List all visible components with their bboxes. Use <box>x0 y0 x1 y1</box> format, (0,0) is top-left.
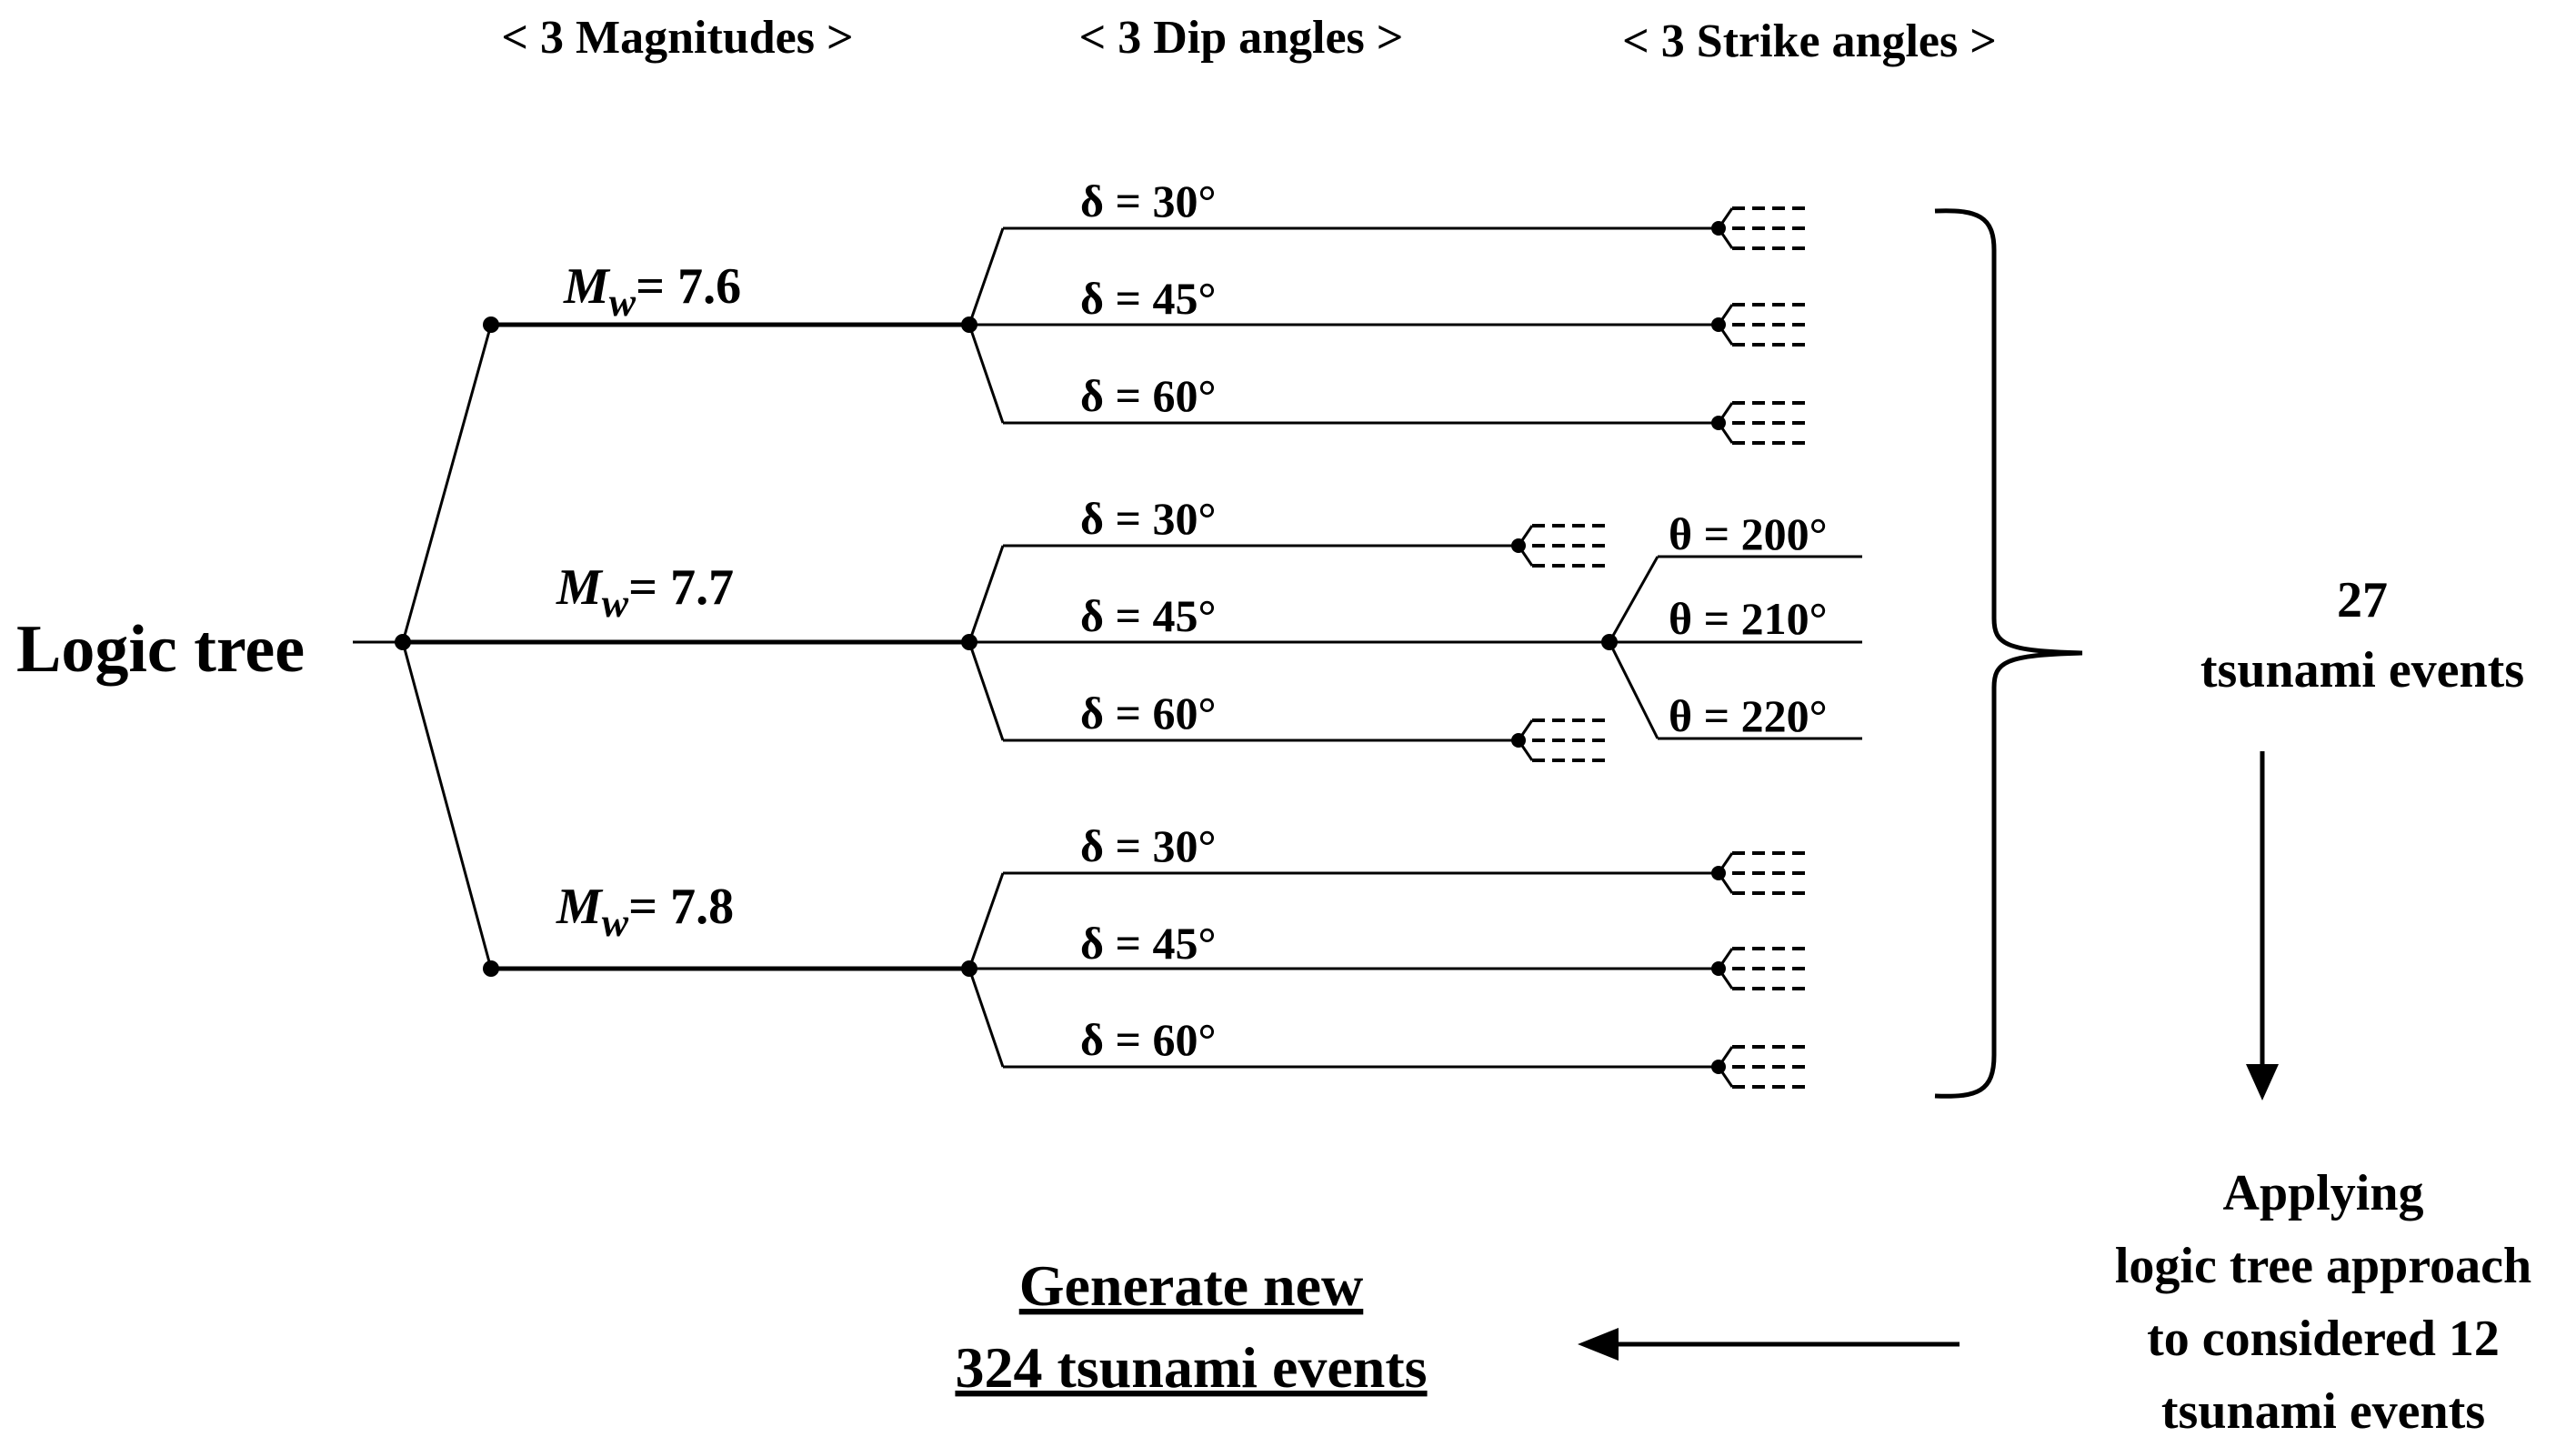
root-label: Logic tree <box>16 612 305 687</box>
dip-branches-7-7 <box>961 544 1862 742</box>
header-magnitudes: < 3 Magnitudes > <box>501 12 853 64</box>
event-count-label: tsunami events <box>2200 642 2524 698</box>
magnitude-branches <box>353 317 969 977</box>
strike-branches <box>1601 555 1862 740</box>
event-count: 27 <box>2337 572 2388 628</box>
strike-stub <box>1711 401 1805 445</box>
strike-stub <box>1511 718 1605 762</box>
dip-branches-7-6 <box>961 226 1719 425</box>
strike-stub <box>1711 851 1805 895</box>
right-brace <box>1934 208 2083 1099</box>
magnitude-label: Mw= 7.8 <box>556 879 734 945</box>
dip-label: δ = 60° <box>1080 1014 1216 1065</box>
strike-stub <box>1711 206 1805 250</box>
generate-line: Generate new <box>1019 1253 1364 1318</box>
strike-node <box>1601 634 1618 650</box>
strike-label: θ = 210° <box>1669 593 1828 644</box>
generate-line: 324 tsunami events <box>955 1335 1427 1400</box>
dip-node <box>961 317 977 333</box>
dip-label: δ = 45° <box>1080 273 1216 324</box>
down-arrow <box>2246 751 2279 1100</box>
left-arrow <box>1578 1328 1960 1361</box>
applying-line: logic tree approach <box>2115 1238 2531 1294</box>
dip-label: δ = 30° <box>1080 176 1216 226</box>
dip-label: δ = 60° <box>1080 370 1216 421</box>
strike-stub <box>1711 947 1805 990</box>
header-dip-angles: < 3 Dip angles > <box>1079 12 1404 64</box>
dip-label: δ = 60° <box>1080 688 1216 739</box>
magnitude-label: Mw= 7.7 <box>556 559 734 626</box>
magnitude-node <box>483 960 499 977</box>
applying-line: Applying <box>2223 1165 2424 1221</box>
dip-label: δ = 30° <box>1080 493 1216 544</box>
strike-stub <box>1511 524 1605 568</box>
strike-stub <box>1711 1045 1805 1089</box>
dip-node <box>961 634 977 650</box>
header-strike-angles: < 3 Strike angles > <box>1622 15 1997 67</box>
strike-label: θ = 220° <box>1669 690 1828 741</box>
magnitude-node <box>483 317 499 333</box>
strike-stubs <box>1511 206 1805 1089</box>
strike-stub <box>1711 303 1805 347</box>
dip-branches-7-8 <box>961 871 1719 1069</box>
dip-label: δ = 30° <box>1080 820 1216 871</box>
dip-node <box>961 960 977 977</box>
dip-label: δ = 45° <box>1080 590 1216 641</box>
applying-line: tsunami events <box>2161 1383 2485 1440</box>
dip-label: δ = 45° <box>1080 918 1216 969</box>
magnitude-label: Mw= 7.6 <box>563 258 741 325</box>
applying-line: to considered 12 <box>2147 1311 2500 1367</box>
strike-label: θ = 200° <box>1669 508 1828 559</box>
root-node <box>395 634 411 650</box>
